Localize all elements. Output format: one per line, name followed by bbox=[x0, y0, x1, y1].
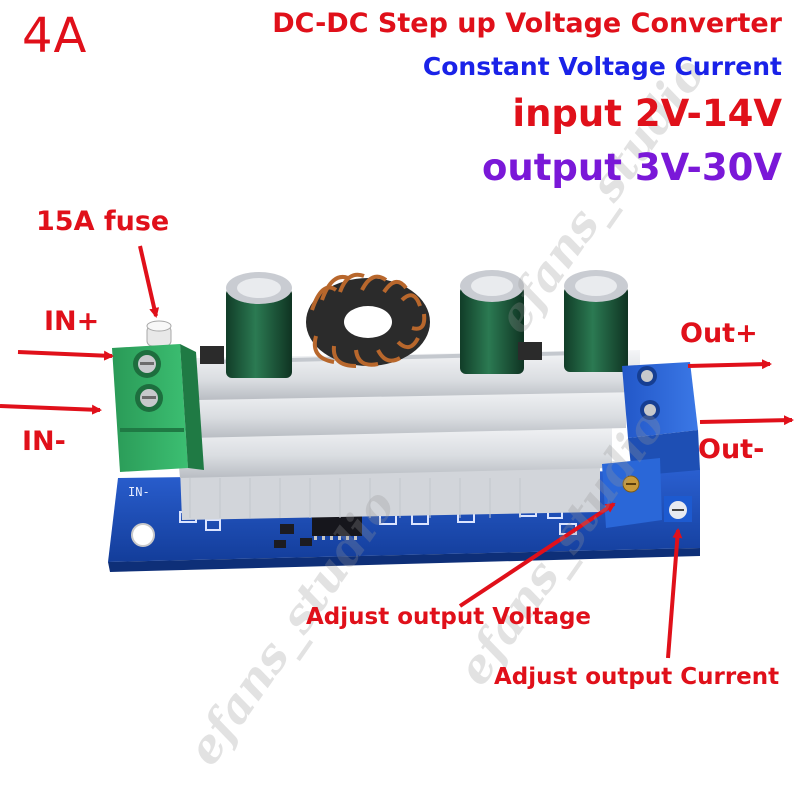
fuse bbox=[146, 320, 172, 347]
output-range: output 3V-30V bbox=[481, 146, 782, 189]
product-subtitle: Constant Voltage Current bbox=[422, 52, 782, 81]
input-terminal-block bbox=[112, 344, 204, 472]
product-title: DC-DC Step up Voltage Converter bbox=[272, 8, 782, 39]
in-minus-label: IN- bbox=[22, 426, 66, 457]
annotation-arrows bbox=[0, 245, 794, 659]
heatsink bbox=[176, 350, 640, 520]
toroid-inductor bbox=[306, 272, 430, 368]
output-terminal-block bbox=[622, 362, 700, 476]
out-plus-label: Out+ bbox=[680, 318, 758, 349]
in-plus-label: IN+ bbox=[44, 306, 100, 337]
capacitor-middle bbox=[460, 270, 524, 374]
current-rating-badge: 4A bbox=[22, 8, 88, 64]
adjust-voltage-label: Adjust output Voltage bbox=[306, 604, 592, 630]
capacitor-right bbox=[564, 270, 628, 372]
silkscreen-in-label: IN- bbox=[128, 485, 150, 499]
smd-inductor-left bbox=[200, 346, 224, 364]
fuse-label: 15A fuse bbox=[36, 206, 170, 237]
current-potentiometer bbox=[664, 496, 692, 522]
smd-inductor-right bbox=[518, 342, 542, 360]
voltage-potentiometer bbox=[602, 458, 662, 528]
capacitor-left bbox=[226, 272, 292, 378]
adjust-current-label: Adjust output Current bbox=[494, 664, 780, 690]
input-range: input 2V-14V bbox=[512, 92, 782, 135]
out-minus-label: Out- bbox=[698, 434, 765, 465]
